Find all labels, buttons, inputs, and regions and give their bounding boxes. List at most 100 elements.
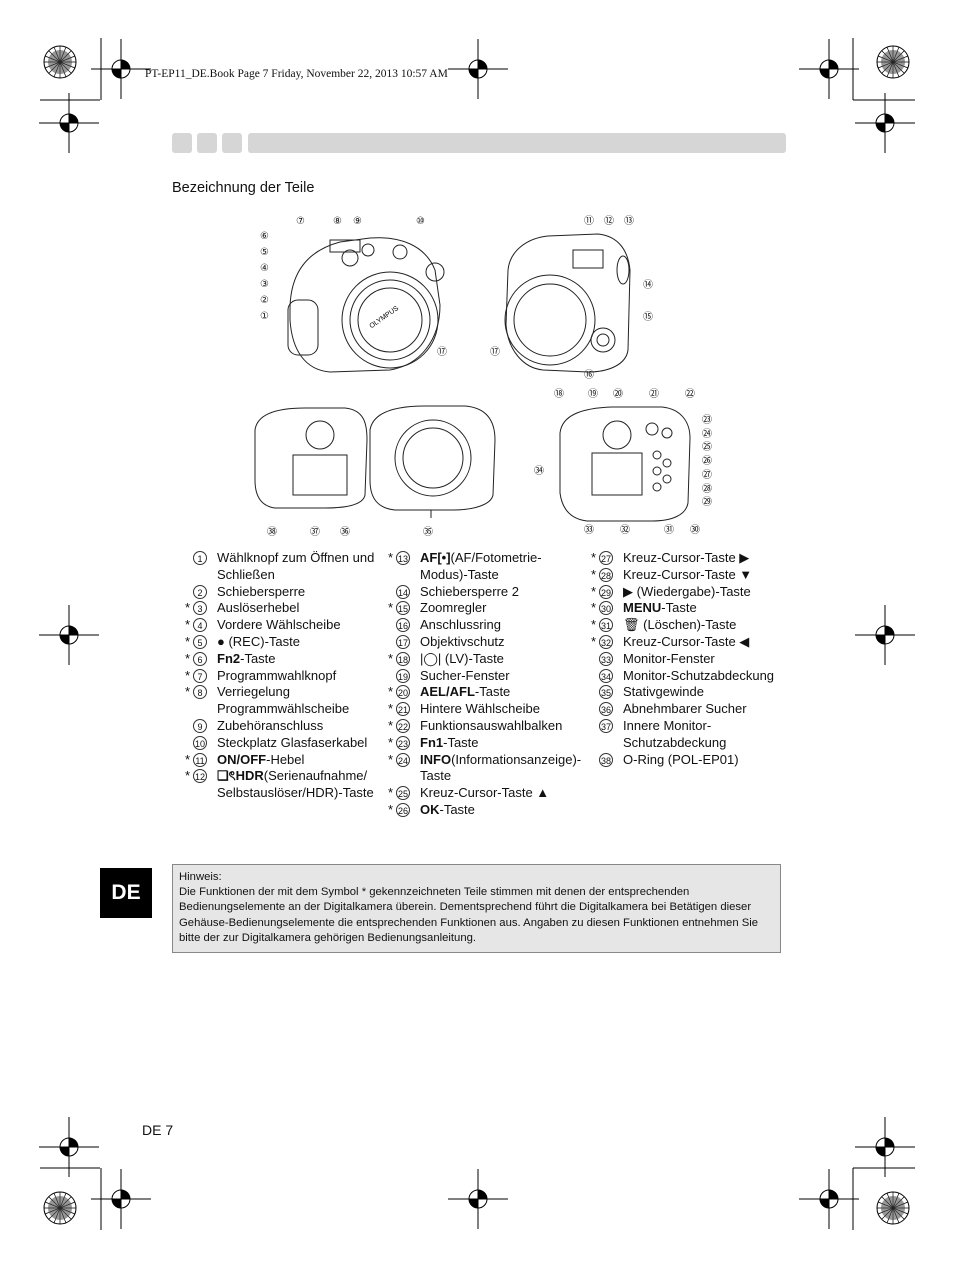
part-number: 19 [396,668,410,683]
svg-text:⑳: ⑳ [613,388,623,400]
part-number: 3 [193,601,207,616]
asterisk-marker: * [387,751,393,767]
part-label-text: -Taste [439,801,475,817]
part-number: 10 [193,735,207,750]
part-label-text: -Taste [443,734,479,750]
part-number: 13 [396,551,410,565]
part-item: *30 MENU-Taste [583,600,783,617]
part-number: 30 [599,601,613,616]
part-label-bold: INFO [420,751,452,767]
part-label: Schiebersperre [217,584,377,601]
part-number: 28 [599,567,613,582]
svg-text:㉛: ㉛ [664,524,674,536]
note-box: Hinweis: Die Funktionen der mit dem Symb… [172,864,781,953]
svg-text:⑩: ⑩ [416,216,425,227]
part-number: 29 [599,584,613,599]
part-label-text: (AF/Fotometrie-Modus)-Taste [420,550,542,582]
svg-text:⑱: ⑱ [554,388,564,400]
part-number: 8 [193,685,207,700]
part-label: ▶ (Wiedergabe)-Taste [623,584,783,601]
part-label-bold: ❏ৎHDR [217,768,264,784]
header-bar [248,133,786,153]
part-label-bold: OK [420,801,440,817]
part-label: Monitor-Schutzabdeckung [623,668,783,685]
asterisk-marker: * [184,667,190,683]
svg-text:⑭: ⑭ [643,279,653,291]
part-label-text: Funktionsauswahlbalken [420,717,563,733]
part-number: 12 [193,769,207,784]
part-label-bold: ON/OFF [217,751,267,767]
asterisk-marker: * [590,617,596,633]
part-number: 6 [193,651,207,666]
part-number: 22 [396,718,410,733]
asterisk-marker: * [387,701,393,717]
svg-text:㉑: ㉑ [649,388,659,400]
part-number: 38 [599,752,613,767]
brand-logo: OLYMPUS [368,305,400,330]
asterisk-marker: * [590,566,596,582]
part-label-text: Stativgewinde [623,684,704,700]
svg-text:⑬: ⑬ [624,215,634,227]
part-label: Anschlussring [420,617,580,634]
part-label: Hintere Wählscheibe [420,701,580,718]
asterisk-marker: * [387,550,393,565]
housing-back-illustration: ⑱ ⑲ ⑳ ㉑ ㉒ ㉓ ㉔ ㉕ ㉖ ㉗ ㉘ ㉙ ㉞ ㉝ ㉜ ㉛ ㉚ [534,388,712,536]
svg-text:㉜: ㉜ [620,524,630,536]
corner-marks-top [38,38,916,154]
svg-text:③: ③ [260,279,269,290]
svg-text:⑫: ⑫ [604,215,614,227]
part-number: 25 [396,786,410,801]
svg-text:㊳: ㊳ [267,526,277,538]
part-item: *5● (REC)-Taste [177,634,377,651]
part-number: 23 [396,735,410,750]
part-label-text: Sucher-Fenster [420,667,510,683]
part-number: 16 [396,618,410,633]
svg-text:㉚: ㉚ [690,524,700,536]
part-item: 35 Stativgewinde [583,684,783,701]
part-label: Vordere Wählscheibe [217,617,377,634]
book-header: PT-EP11_DE.Book Page 7 Friday, November … [145,68,448,80]
part-item: *12❏ৎHDR(Serienaufnahme/ Selbstauslöser/… [177,768,377,802]
part-label-bold: AEL/AFL [420,684,475,700]
part-label-text: Schiebersperre [217,583,306,599]
part-label: OK-Taste [420,802,580,819]
svg-text:㉖: ㉖ [702,455,712,467]
part-label-text: Kreuz-Cursor-Taste ▶ [623,550,750,565]
svg-text:㉕: ㉕ [702,441,712,453]
header-block-1 [172,133,192,153]
svg-text:㉝: ㉝ [584,524,594,536]
part-number: 15 [396,601,410,616]
part-label-text: (Serienaufnahme/ Selbstauslöser/HDR)-Tas… [217,768,374,801]
part-label-bold: AF[•] [420,550,451,565]
svg-text:⑥: ⑥ [260,231,269,242]
part-label-text: Vordere Wählscheibe [217,617,341,633]
part-number: 35 [599,685,613,700]
svg-text:⑪: ⑪ [584,215,594,227]
svg-text:㉘: ㉘ [702,483,712,495]
part-label-text: Hintere Wählscheibe [420,701,540,717]
asterisk-marker: * [387,684,393,700]
part-label: Stativgewinde [623,684,783,701]
part-label-text: |◯| (LV)-Taste [420,650,504,666]
part-label: ❏ৎHDR(Serienaufnahme/ Selbstauslöser/HDR… [217,768,377,802]
asterisk-marker: * [387,600,393,616]
svg-text:⑮: ⑮ [643,311,653,323]
part-label: MENU-Taste [623,600,783,617]
part-label: AEL/AFL-Taste [420,684,580,701]
svg-text:㊲: ㊲ [310,526,320,538]
part-item: *18|◯| (LV)-Taste [380,651,580,668]
asterisk-marker: * [590,600,596,616]
svg-text:⑯: ⑯ [584,369,594,380]
part-number: 4 [193,618,207,633]
